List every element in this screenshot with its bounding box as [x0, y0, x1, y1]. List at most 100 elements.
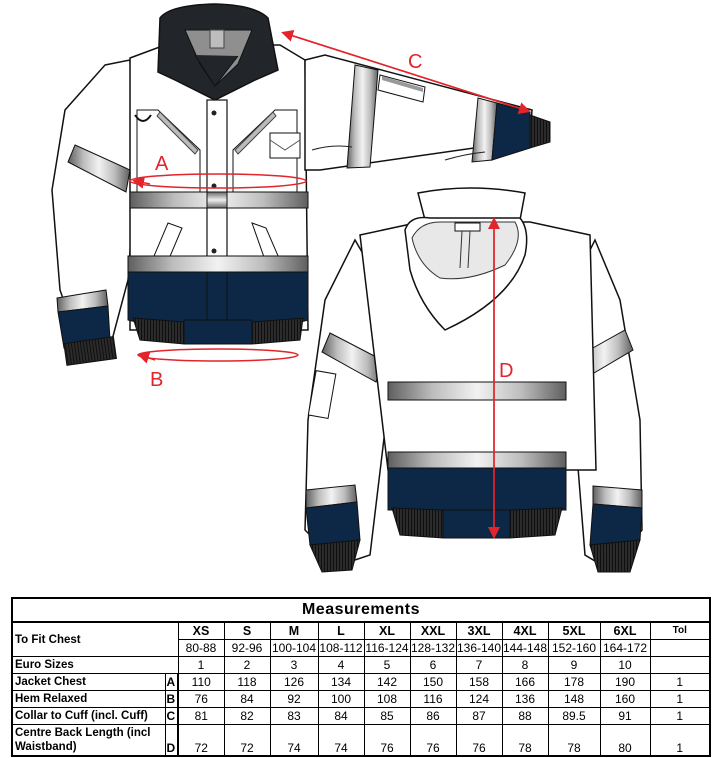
table-cell: 144-148 — [501, 639, 549, 657]
tolerance-cell: 1 — [649, 724, 711, 757]
row-label-to-fit-chest: To Fit Chest — [11, 621, 179, 657]
table-cell: 100 — [317, 690, 365, 708]
table-cell: 116-124 — [363, 639, 411, 657]
table-cell: 108 — [363, 690, 411, 708]
size-header: XS — [177, 621, 225, 640]
dimension-d: D — [488, 217, 513, 539]
table-cell: 88 — [501, 707, 549, 725]
dimension-letter: A — [164, 673, 179, 691]
table-cell: 78 — [547, 724, 601, 757]
dimension-letter: B — [164, 690, 179, 708]
dimension-b: B — [137, 348, 299, 391]
table-cell: 136 — [501, 690, 549, 708]
tolerance-header: Tol — [649, 621, 711, 640]
table-cell: 124 — [455, 690, 503, 708]
table-cell: 150 — [409, 673, 457, 691]
dimension-c: C — [281, 30, 531, 114]
table-row-hem-relaxed: Hem Relaxed B 76 84 92 100 108 116 124 1… — [11, 690, 711, 708]
table-cell: 76 — [363, 724, 411, 757]
tolerance-cell — [649, 656, 711, 674]
dimension-letter: C — [164, 707, 179, 725]
measurements-table-wrapper: Measurements To Fit Chest XS S M L XL XX… — [11, 597, 711, 757]
table-cell: 3 — [269, 656, 319, 674]
tolerance-cell: 1 — [649, 673, 711, 691]
jacket-back — [304, 187, 643, 573]
table-cell: 148 — [547, 690, 601, 708]
dimension-label-b: B — [150, 369, 163, 391]
table-row-jacket-chest: Jacket Chest A 110 118 126 134 142 150 1… — [11, 673, 711, 691]
table-cell: 85 — [363, 707, 411, 725]
table-cell: 118 — [223, 673, 271, 691]
table-cell: 84 — [317, 707, 365, 725]
dimension-label-a: A — [155, 153, 169, 175]
table-cell: 158 — [455, 673, 503, 691]
table-cell: 80 — [599, 724, 651, 757]
table-cell: 178 — [547, 673, 601, 691]
table-cell: 72 — [177, 724, 225, 757]
table-cell: 80-88 — [177, 639, 225, 657]
measurements-table: Measurements To Fit Chest XS S M L XL XX… — [11, 597, 711, 757]
row-label-collar-to-cuff: Collar to Cuff (incl. Cuff) — [11, 707, 166, 725]
table-cell: 6 — [409, 656, 457, 674]
table-cell: 1 — [177, 656, 225, 674]
table-cell: 2 — [223, 656, 271, 674]
tolerance-cell: 1 — [649, 690, 711, 708]
row-label-hem-relaxed: Hem Relaxed — [11, 690, 166, 708]
table-cell: 76 — [177, 690, 225, 708]
table-cell: 142 — [363, 673, 411, 691]
size-header: 3XL — [455, 621, 503, 640]
dimension-a: A — [129, 153, 307, 189]
table-cell: 89.5 — [547, 707, 601, 725]
table-cell: 9 — [547, 656, 601, 674]
table-cell: 164-172 — [599, 639, 651, 657]
table-cell: 76 — [409, 724, 457, 757]
tolerance-cell — [649, 639, 711, 657]
table-cell: 116 — [409, 690, 457, 708]
table-cell: 100-104 — [269, 639, 319, 657]
table-row-to-fit-chest: 80-88 92-96 100-104 108-112 116-124 128-… — [12, 639, 711, 657]
row-label-euro-sizes: Euro Sizes — [11, 656, 179, 674]
table-cell: 82 — [223, 707, 271, 725]
table-cell: 81 — [177, 707, 225, 725]
table-cell: 91 — [599, 707, 651, 725]
table-cell: 110 — [177, 673, 225, 691]
table-cell: 160 — [599, 690, 651, 708]
table-cell: 78 — [501, 724, 549, 757]
size-header: 5XL — [547, 621, 601, 640]
table-row-collar-to-cuff: Collar to Cuff (incl. Cuff) C 81 82 83 8… — [11, 707, 711, 725]
dimension-letter: D — [164, 724, 179, 757]
table-cell: 92 — [269, 690, 319, 708]
table-cell: 72 — [223, 724, 271, 757]
size-header: XL — [363, 621, 411, 640]
table-cell: 10 — [599, 656, 651, 674]
table-cell: 74 — [269, 724, 319, 757]
size-header: M — [269, 621, 319, 640]
table-cell: 92-96 — [223, 639, 271, 657]
table-cell: 7 — [455, 656, 503, 674]
row-label-jacket-chest: Jacket Chest — [11, 673, 166, 691]
size-header: 6XL — [599, 621, 651, 640]
table-cell: 166 — [501, 673, 549, 691]
size-header: S — [223, 621, 271, 640]
table-cell: 87 — [455, 707, 503, 725]
table-row-centre-back-length: Centre Back Length (incl Waistband) D 72… — [11, 724, 711, 757]
table-cell: 128-132 — [409, 639, 457, 657]
table-cell: 8 — [501, 656, 549, 674]
table-row-euro-sizes: Euro Sizes 1 2 3 4 5 6 7 8 9 10 — [11, 656, 711, 674]
row-label-centre-back-length: Centre Back Length (incl Waistband) — [11, 724, 166, 757]
table-cell: 136-140 — [455, 639, 503, 657]
table-cell: 5 — [363, 656, 411, 674]
table-cell: 83 — [269, 707, 319, 725]
size-header: 4XL — [501, 621, 549, 640]
table-cell: 126 — [269, 673, 319, 691]
table-cell: 108-112 — [317, 639, 365, 657]
table-cell: 134 — [317, 673, 365, 691]
dimension-label-d: D — [499, 360, 513, 382]
table-cell: 86 — [409, 707, 457, 725]
table-cell: 4 — [317, 656, 365, 674]
size-header: XXL — [409, 621, 457, 640]
table-title: Measurements — [11, 597, 711, 623]
table-cell: 152-160 — [547, 639, 601, 657]
tolerance-cell: 1 — [649, 707, 711, 725]
table-cell: 190 — [599, 673, 651, 691]
